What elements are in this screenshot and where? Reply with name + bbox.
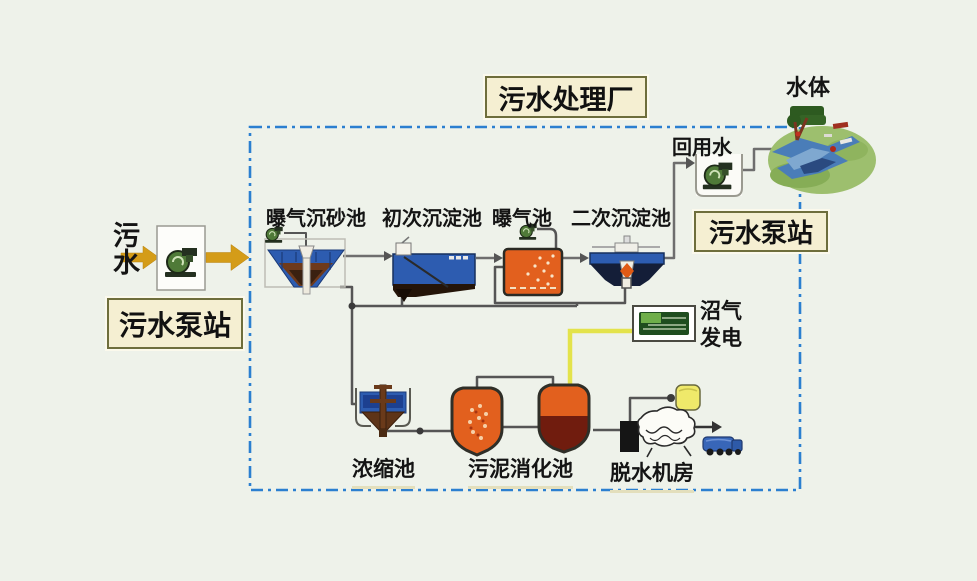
biogas-label-line2: 发电 (700, 326, 742, 350)
secondary-sedimentation-label: 二次沉淀池 (571, 206, 671, 230)
water-body-label: 水体 (786, 76, 831, 101)
secondary-sedimentation-tank (589, 235, 665, 289)
water-pipes (343, 147, 772, 260)
truck-icon (702, 436, 743, 456)
sludge-pipes (284, 227, 670, 433)
primary-sedimentation-label: 初次沉淀池 (382, 206, 482, 230)
reuse-water-label: 回用水 (672, 135, 732, 159)
grit-chamber-label: 曝气沉砂池 (266, 206, 366, 230)
biogas-power-label: 沼气 发电 (700, 298, 742, 352)
biogas-generator-icon (632, 305, 696, 342)
sewage-char-top: 污 (113, 221, 140, 252)
aerated-grit-chamber (264, 226, 346, 295)
gas-holder-icon (675, 384, 701, 411)
sludge-thickener (355, 384, 411, 437)
aeration-tank-label: 曝气池 (492, 206, 552, 230)
sludge-digester-secondary (537, 383, 591, 454)
sewage-char-bottom: 水 (113, 248, 140, 279)
biogas-pipe (567, 328, 633, 387)
pump-station-right-label: 污水泵站 (694, 211, 828, 252)
digester-label: 污泥消化池 (468, 453, 573, 489)
dewatering-room-label: 脱水机房 (610, 457, 694, 493)
influent-arrow-icon (120, 244, 250, 271)
left-pump-station-icon (156, 225, 206, 291)
thickener-label: 浓缩池 (352, 453, 415, 489)
reuse-pump-station-icon (695, 154, 743, 197)
primary-sedimentation-tank (392, 236, 476, 302)
sewage-label: 污 水 (113, 223, 140, 277)
sludge-digester-primary (450, 386, 504, 457)
water-body-illustration (768, 106, 876, 194)
pipe-junctions (348, 302, 675, 435)
aeration-tank (502, 223, 564, 297)
flow-arrowheads (384, 157, 695, 263)
dewatering-machine (620, 406, 696, 458)
plant-title: 污水处理厂 (485, 76, 647, 118)
biogas-label-line1: 沼气 (700, 299, 742, 323)
sludge-cake-arrow (695, 421, 722, 433)
plant-boundary (248, 125, 802, 492)
pump-station-left-label: 污水泵站 (107, 298, 243, 349)
